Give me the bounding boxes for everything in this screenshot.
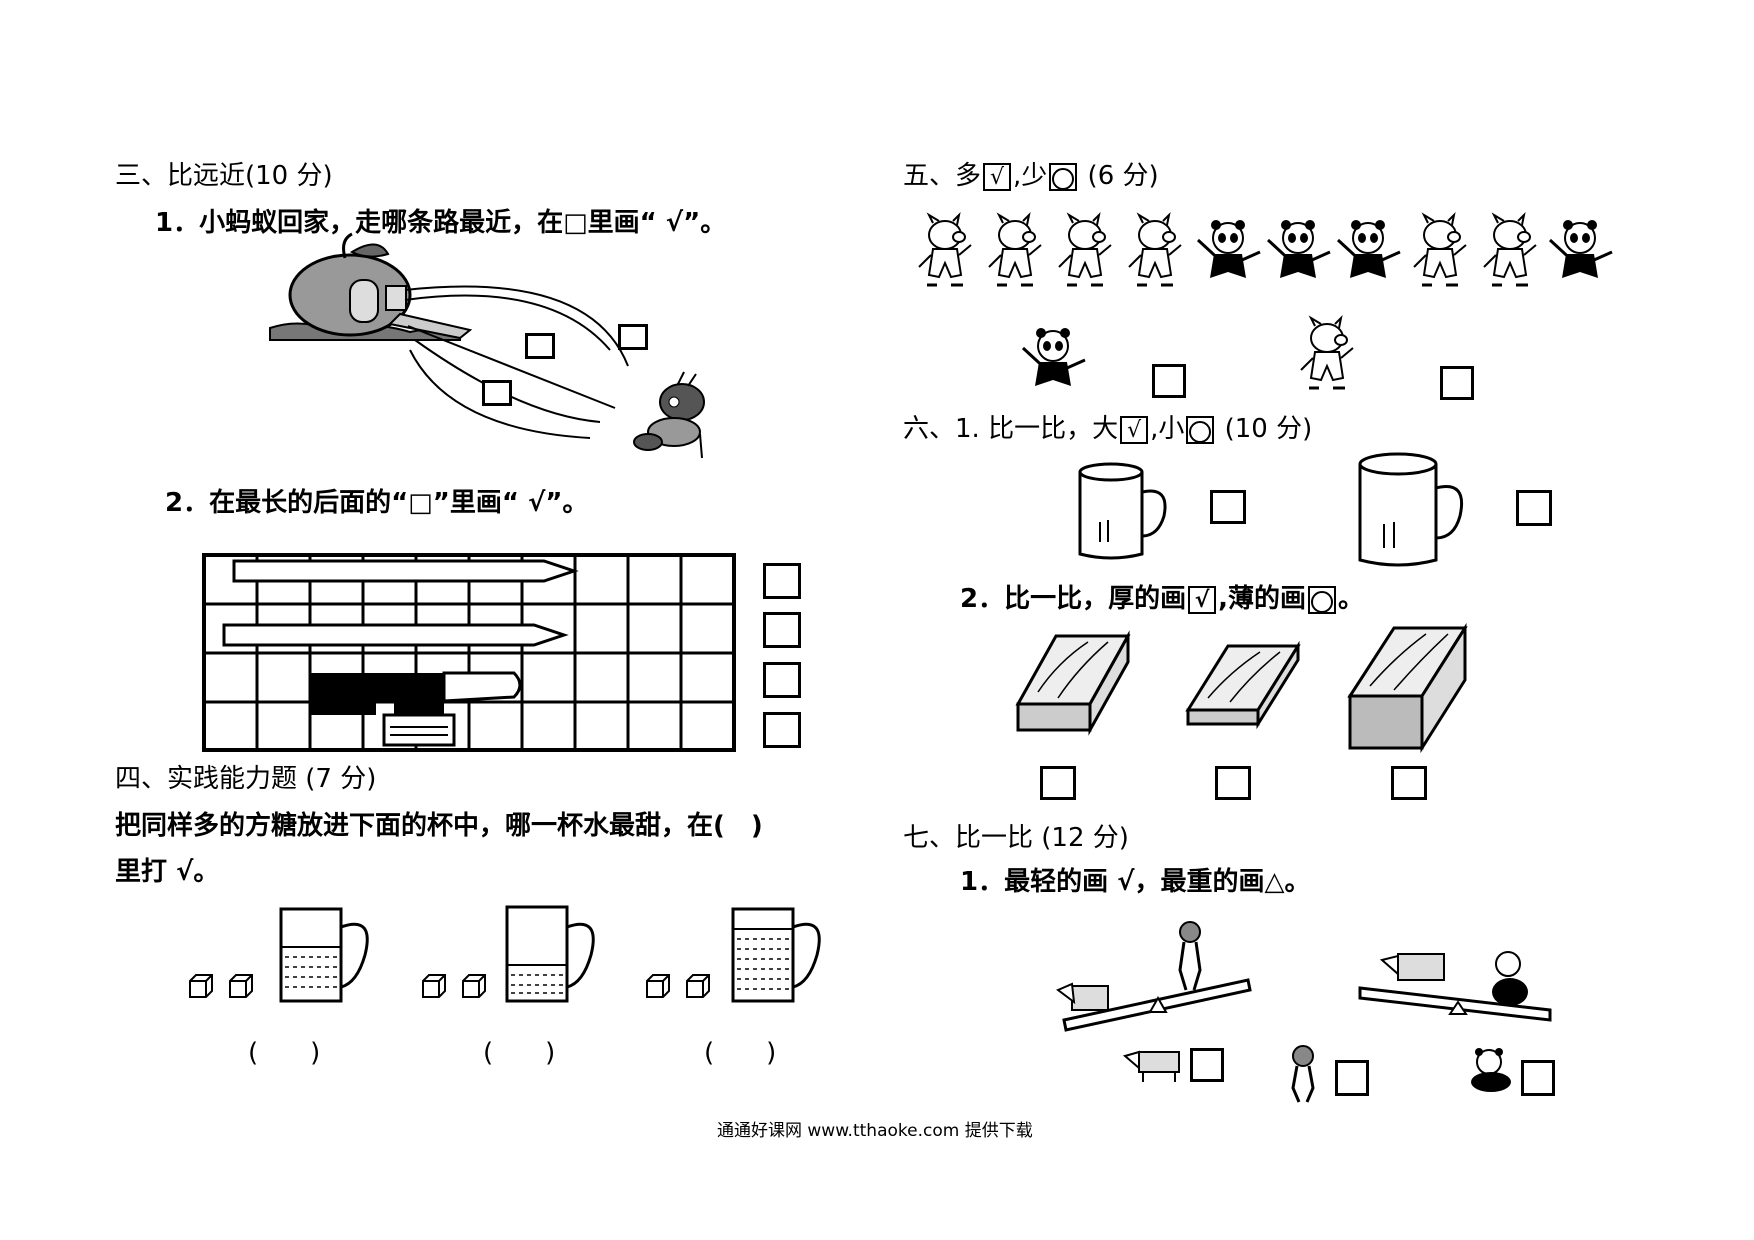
- check-symbol-box: √: [1188, 585, 1217, 614]
- apple-house-illustration: [269, 232, 629, 439]
- circle-symbol-box: [1049, 162, 1078, 191]
- pigs-pandas-row: [917, 213, 1614, 287]
- section6-q2-prefix: 2．比一比，厚的画: [960, 584, 1187, 614]
- section4-line2: 里打 √。: [115, 857, 220, 887]
- ant-path-box-3[interactable]: [482, 380, 512, 406]
- large-mug-box[interactable]: [1516, 490, 1552, 526]
- check-symbol-box: √: [1120, 415, 1149, 444]
- ant-icon: [633, 371, 705, 459]
- ant-path-box-1[interactable]: [525, 333, 555, 359]
- cow-box[interactable]: [1190, 1048, 1224, 1082]
- monkey-box[interactable]: [1335, 1060, 1369, 1096]
- section5-title-prefix: 五、多: [903, 161, 982, 191]
- section7-q1: 1．最轻的画 √，最重的画△。: [960, 867, 1311, 897]
- section6-q2-mid: ,薄的画: [1218, 584, 1306, 614]
- wood-block-2: [1185, 640, 1301, 730]
- section3-q1: 1．小蚂蚁回家，走哪条路最近，在□里画“ √”。: [155, 208, 727, 238]
- section4-line1: 把同样多的方糖放进下面的杯中，哪一杯水最甜，在( ): [115, 811, 763, 841]
- monkey-icon: [1291, 1045, 1315, 1103]
- panda-icon: [1021, 326, 1087, 388]
- small-mug-icon: [1078, 462, 1167, 560]
- panda-weight-box[interactable]: [1521, 1060, 1555, 1096]
- seesaw-cow-panda: [1358, 951, 1552, 1022]
- wood-block-box-3[interactable]: [1391, 766, 1427, 800]
- circle-icon: [1310, 590, 1333, 613]
- section7-title: 七、比一比 (12 分): [903, 823, 1129, 853]
- section6-q1-suffix: (10 分): [1216, 414, 1313, 444]
- section6-q2-suffix: 。: [1337, 584, 1364, 614]
- check-symbol-box: √: [983, 162, 1012, 191]
- panda-box[interactable]: [1152, 364, 1186, 398]
- ant-path-box-2[interactable]: [618, 324, 648, 350]
- cow-icon: [1122, 1050, 1180, 1082]
- cup-answer-3[interactable]: ( ): [704, 1038, 777, 1068]
- wood-block-box-1[interactable]: [1040, 766, 1076, 800]
- circle-symbol-box: [1307, 585, 1336, 614]
- section6-q2: 2．比一比，厚的画√,薄的画 。: [960, 583, 1364, 615]
- wood-block-box-2[interactable]: [1215, 766, 1251, 800]
- length-box-3[interactable]: [763, 662, 801, 698]
- pig-icon: [1299, 316, 1355, 390]
- section5-title-suffix: (6 分): [1079, 161, 1159, 191]
- panda-small-icon: [1471, 1048, 1511, 1092]
- grid-pencils-illustration: [202, 553, 736, 752]
- section3-q2: 2．在最长的后面的“□”里画“ √”。: [165, 488, 589, 518]
- section3-title: 三、比远近(10 分): [115, 161, 333, 191]
- section6-q1-prefix: 六、1. 比一比，大: [903, 414, 1119, 444]
- length-box-4[interactable]: [763, 712, 801, 748]
- sugar-cups-illustration: [189, 905, 821, 1003]
- large-mug-icon: [1358, 452, 1463, 567]
- length-box-2[interactable]: [763, 612, 801, 648]
- small-mug-box[interactable]: [1210, 490, 1246, 524]
- wood-block-3: [1347, 622, 1468, 754]
- circle-icon: [1052, 167, 1075, 190]
- section6-q1-mid: ,小: [1150, 414, 1185, 444]
- cup-answer-1[interactable]: ( ): [248, 1038, 321, 1068]
- cup-answer-2[interactable]: ( ): [483, 1038, 556, 1068]
- circle-icon: [1189, 420, 1212, 443]
- section6-q1: 六、1. 比一比，大√,小 (10 分): [903, 413, 1312, 445]
- length-box-1[interactable]: [763, 563, 801, 599]
- section5-title-mid: ,少: [1013, 161, 1048, 191]
- section5-title: 五、多√,少 (6 分): [903, 160, 1159, 192]
- section4-title: 四、实践能力题 (7 分): [115, 764, 377, 794]
- footer-text: 通通好课网 www.tthaoke.com 提供下载: [717, 1121, 1033, 1141]
- circle-symbol-box: [1186, 415, 1215, 444]
- wood-block-1: [1015, 630, 1131, 736]
- pig-box[interactable]: [1440, 366, 1474, 400]
- seesaw-cow-monkey: [1056, 921, 1252, 1032]
